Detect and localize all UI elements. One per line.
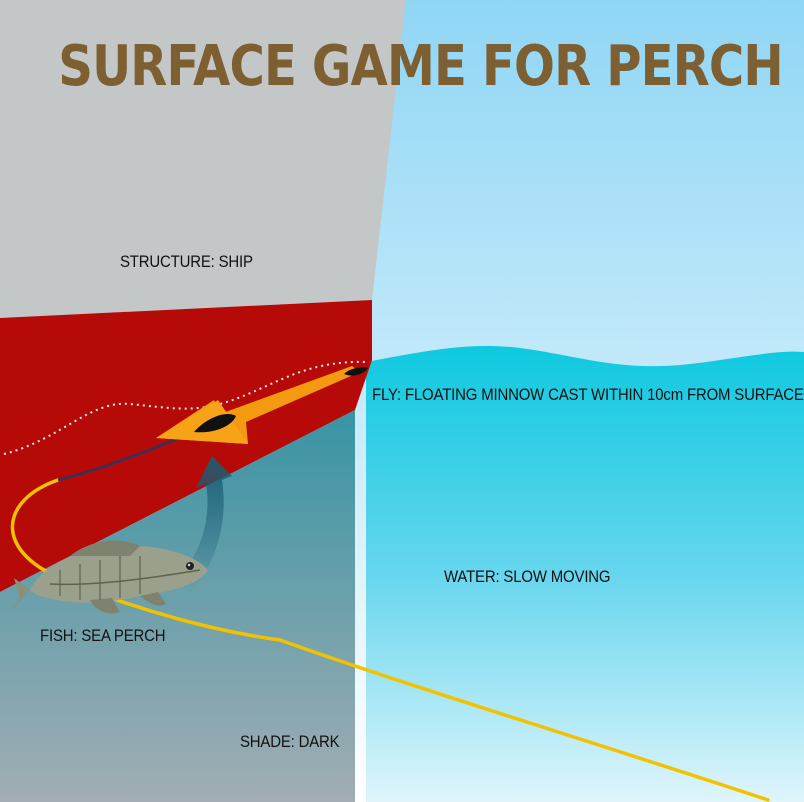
fish-label: FISH: SEA PERCH	[40, 626, 166, 645]
strike-arrow	[170, 456, 232, 592]
shade-label: SHADE: DARK	[240, 732, 340, 751]
water-label: WATER: SLOW MOVING	[444, 567, 611, 586]
structure-label: STRUCTURE: SHIP	[120, 252, 253, 271]
sea-perch-fish	[10, 540, 208, 614]
title: SURFACE GAME FOR PERCH	[58, 34, 783, 99]
ship-hull	[0, 300, 372, 592]
ship-structure	[0, 0, 406, 318]
minnow-lure	[194, 413, 236, 433]
dotted-line	[3, 360, 367, 455]
fly-label: FLY: FLOATING MINNOW CAST WITHIN 10cm FR…	[372, 385, 804, 404]
fly-line	[10, 478, 770, 802]
fly-lure	[344, 367, 368, 376]
water	[366, 345, 804, 802]
retrieve-arrow-head	[156, 400, 248, 444]
shade-area	[0, 410, 355, 802]
